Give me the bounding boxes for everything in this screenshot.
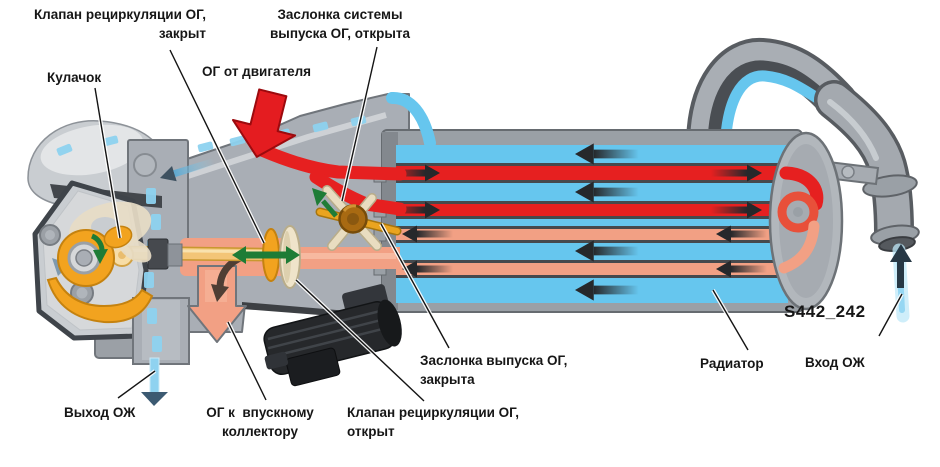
rod-motion-arrow [232, 246, 300, 264]
label-coolant-in: Вход ОЖ [805, 355, 865, 370]
flap-motion-arrow [321, 199, 338, 218]
radiator-header [382, 132, 398, 310]
coolant-outlet-channel [386, 92, 436, 149]
figure-code: S442_242 [784, 302, 866, 321]
label-egr-valve-open: Клапан рециркуляции ОГ, открыт [347, 405, 520, 439]
label-radiator: Радиатор [700, 356, 764, 371]
radiator-end-cap [768, 131, 844, 311]
coolant-flow-left-arrow [160, 157, 216, 182]
label-cam: Кулачок [47, 70, 102, 85]
exhaust-inlet-arrow [232, 88, 297, 158]
coolant-outlet-arrow [141, 357, 168, 406]
coolant-inlet-arrow [890, 243, 912, 323]
exhaust-outlet-arrow [187, 265, 247, 343]
label-exhaust-from-engine: ОГ от двигателя [202, 64, 312, 79]
label-bypass-flap-closed: Заслонка выпуска ОГ, закрыта [420, 353, 568, 387]
cam-crescent [46, 276, 154, 324]
label-exhaust-to-intake: ОГ к впускному коллектору [206, 405, 314, 439]
vacuum-actuator [263, 284, 402, 387]
coolant-loop-pipe [686, 38, 858, 166]
bracket-screw [841, 165, 855, 179]
label-coolant-out: Выход ОЖ [64, 405, 136, 420]
cam-mechanism [46, 201, 154, 324]
coolant-inlet-pipe [814, 80, 920, 252]
leader-lines [93, 46, 904, 403]
label-bypass-flap-open: Заслонка системы выпуска ОГ, открыта [270, 7, 410, 41]
radiator-tubes [396, 145, 788, 303]
label-egr-valve-closed: Клапан рециркуляции ОГ, закрыт [33, 7, 206, 41]
radiator [373, 129, 803, 313]
